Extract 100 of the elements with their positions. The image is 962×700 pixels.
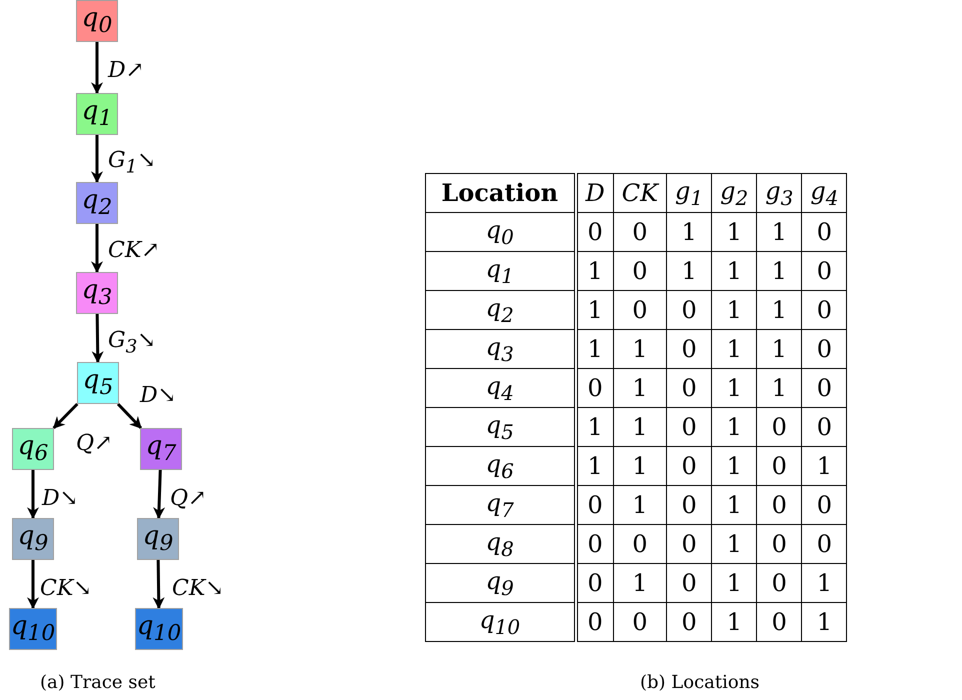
- state-label: q$_{3}$: [82, 275, 112, 311]
- table-cell: 1: [576, 290, 614, 330]
- table-cell: 0: [613, 212, 667, 252]
- column-header: g$_{1}$: [666, 174, 712, 212]
- arrow: [91, 224, 103, 274]
- table-cell: 0: [576, 368, 614, 408]
- table-cell: q$_{0}$: [426, 212, 576, 252]
- state-box: [12, 428, 54, 470]
- table-cell: 1: [576, 252, 614, 290]
- table-cell: 0: [666, 486, 712, 524]
- table-cell: 1: [756, 252, 802, 290]
- table-cell: 0: [802, 368, 847, 408]
- table-cell: 0: [756, 408, 802, 446]
- state-box: [137, 518, 179, 560]
- state-label: q$_{0}$: [82, 3, 112, 39]
- table-cell: 0: [802, 212, 847, 252]
- state-box: [77, 362, 119, 404]
- table-cell: 0: [666, 368, 712, 408]
- state-box: [140, 428, 182, 470]
- table-cell: 1: [712, 564, 757, 602]
- table-cell: 0: [756, 602, 802, 642]
- table-cell: 0: [613, 524, 667, 564]
- table-cell: 1: [756, 330, 802, 368]
- state-box: [76, 272, 118, 314]
- table-cell: 1: [756, 368, 802, 408]
- table-cell: q$_{1}$: [426, 252, 576, 290]
- table-cell: q$_{5}$: [426, 408, 576, 446]
- table-cell: 0: [802, 290, 847, 330]
- table-cell: 1: [712, 330, 757, 368]
- table-cell: 1: [712, 212, 757, 252]
- table-cell: 0: [576, 212, 614, 252]
- table-cell: 0: [756, 524, 802, 564]
- table-cell: 0: [613, 252, 667, 290]
- table-cell: q$_{4}$: [426, 368, 576, 408]
- state-label: q$_{6}$: [18, 431, 48, 467]
- arrow: [116, 402, 142, 430]
- state-box: [76, 182, 118, 224]
- state-label: q$_{9}$: [142, 521, 174, 557]
- table-cell: 0: [802, 524, 847, 564]
- state-label: q$_{9}$: [18, 521, 48, 557]
- table-cell: 1: [576, 446, 614, 486]
- caption: (a) Trace set: [40, 672, 156, 693]
- arrow: [27, 560, 39, 610]
- table-cell: 1: [712, 408, 757, 446]
- arrow: [153, 470, 166, 520]
- column-header: g$_{2}$: [712, 174, 757, 212]
- table-cell: 0: [802, 252, 847, 290]
- table-cell: 0: [666, 602, 712, 642]
- table-cell: 1: [576, 330, 614, 368]
- table-cell: 1: [756, 212, 802, 252]
- table-cell: 1: [712, 486, 757, 524]
- table-cell: 1: [712, 524, 757, 564]
- table-cell: 0: [576, 486, 614, 524]
- state-box: [76, 93, 118, 135]
- table-cell: 0: [576, 524, 614, 564]
- table-cell: 1: [613, 446, 667, 486]
- table-cell: 1: [712, 252, 757, 290]
- table-cell: 0: [756, 446, 802, 486]
- table-cell: 1: [576, 408, 614, 446]
- table-cell: 0: [666, 564, 712, 602]
- table-cell: 0: [802, 330, 847, 368]
- arrow: [52, 402, 78, 430]
- table-cell: 0: [802, 486, 847, 524]
- table-cell: 1: [613, 408, 667, 446]
- column-header: g$_{4}$: [802, 174, 847, 212]
- table-cell: 0: [666, 446, 712, 486]
- table-cell: q$_{9}$: [426, 564, 576, 602]
- table-cell: 1: [613, 564, 667, 602]
- table-cell: 0: [666, 408, 712, 446]
- column-header: Location: [426, 174, 576, 212]
- table-cell: 0: [666, 330, 712, 368]
- table-cell: 0: [756, 564, 802, 602]
- table-cell: 1: [613, 330, 667, 368]
- column-header: CK: [613, 174, 667, 212]
- table-cell: 1: [802, 602, 847, 642]
- table-cell: 1: [613, 368, 667, 408]
- arrow: [152, 560, 165, 610]
- table-cell: 1: [712, 446, 757, 486]
- state-label: q$_{10}$: [10, 611, 56, 647]
- table-cell: 0: [756, 486, 802, 524]
- table-cell: q$_{6}$: [426, 446, 576, 486]
- table-cell: q$_{8}$: [426, 524, 576, 564]
- state-box: [12, 518, 54, 560]
- table-cell: 1: [802, 446, 847, 486]
- arrow: [91, 42, 103, 94]
- edge-label: Q↗: [170, 488, 206, 510]
- state-box: [76, 0, 118, 42]
- arrow: [91, 135, 103, 184]
- table-cell: 0: [613, 602, 667, 642]
- arrow: [92, 314, 104, 364]
- state-label: q$_{7}$: [146, 431, 176, 467]
- table-cell: 0: [576, 602, 614, 642]
- table-cell: q$_{2}$: [426, 290, 576, 330]
- column-header: g$_{3}$: [756, 174, 802, 212]
- table-cell: 1: [712, 368, 757, 408]
- table-cell: 1: [712, 290, 757, 330]
- caption: (b) Locations: [640, 672, 760, 693]
- table-cell: q$_{3}$: [426, 330, 576, 368]
- table-cell: 1: [666, 252, 712, 290]
- table-cell: 1: [712, 602, 757, 642]
